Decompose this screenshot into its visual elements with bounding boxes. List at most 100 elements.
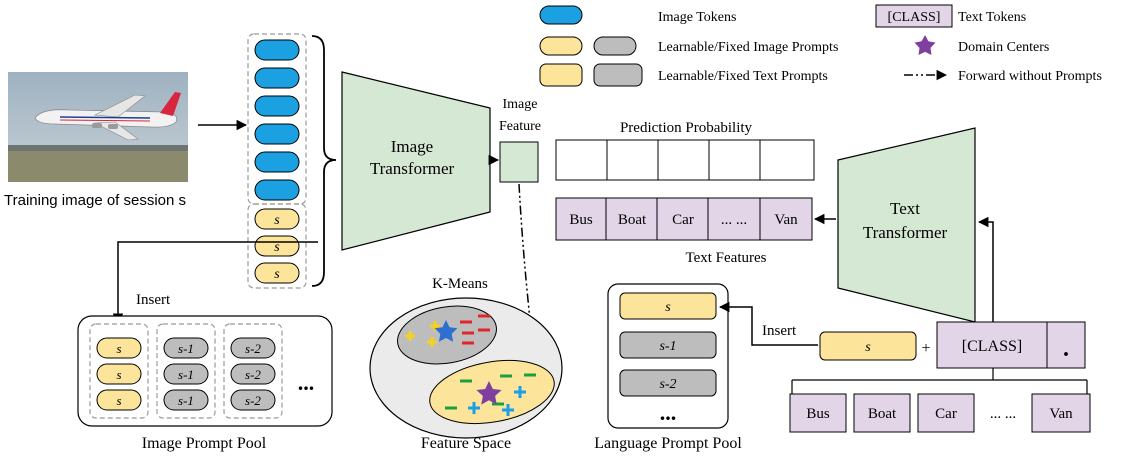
- prompt-pool-column: [223, 323, 283, 419]
- text-feature-cell: Van: [774, 212, 798, 228]
- image-token: [254, 179, 300, 201]
- image-transformer-label-1: Image: [391, 137, 433, 156]
- pool-prompt-token: [163, 389, 209, 411]
- language-prompt-item-label: s-1: [659, 339, 676, 354]
- plus-markers-blue: [468, 386, 526, 416]
- text-transformer: Text Transformer: [837, 127, 976, 323]
- language-prompt-item: [619, 369, 717, 397]
- pool-prompt-token-label: s: [116, 341, 121, 356]
- image-prompt-token-label: s: [274, 213, 280, 228]
- class-token-label: [CLASS]: [962, 338, 1022, 355]
- image-transformer: Image Transformer: [341, 71, 491, 251]
- text-features-label: Text Features: [685, 250, 766, 266]
- language-prompt-pool: s s-1 s-2 ... Language Prompt Pool: [594, 283, 742, 452]
- text-input: Insert s + [CLASS] . Bus Boat Car ... ..…: [718, 301, 1091, 433]
- minus-markers-green: [445, 373, 536, 410]
- pool-prompt-token: [96, 389, 142, 411]
- image-feature-label-1: Image: [503, 97, 538, 112]
- pool-prompt-token-label: s: [116, 393, 121, 408]
- domain-center-star-icon: [476, 381, 502, 405]
- legend-fixed-text-prompt-swatch: [593, 63, 643, 87]
- image-prompt-pool-label: Image Prompt Pool: [142, 435, 267, 452]
- image-token: [254, 95, 300, 117]
- language-pool-ellipsis: ...: [660, 400, 677, 425]
- image-token: [254, 151, 300, 173]
- text-transformer-label-2: Transformer: [863, 223, 948, 242]
- image-token-group: [247, 33, 307, 205]
- image-feature-box: [499, 141, 539, 183]
- pool-prompt-token-label: s-1: [178, 393, 194, 408]
- image-token: [254, 67, 300, 89]
- text-feature-cell: ... ...: [721, 212, 747, 228]
- legend-forward-label: Forward without Prompts: [958, 69, 1102, 84]
- text-insert-arrow: [718, 301, 818, 346]
- language-prompt-item-label: s: [665, 300, 671, 315]
- legend-image-prompts-label: Learnable/Fixed Image Prompts: [658, 40, 838, 55]
- text-transformer-label-1: Text: [890, 199, 920, 218]
- class-name-box: [789, 393, 847, 433]
- token-brace: [311, 35, 337, 287]
- language-prompt-item-label: s-2: [659, 377, 676, 392]
- text-feature-cell: Bus: [569, 212, 593, 228]
- legend-image-tokens-label: Image Tokens: [658, 10, 736, 25]
- pool-prompt-token-label: s-2: [245, 367, 261, 382]
- image-insert-label: Insert: [136, 292, 171, 308]
- prediction-probability-row: [555, 139, 815, 181]
- pool-prompt-token-label: s-1: [178, 341, 194, 356]
- text-features-row: [555, 197, 813, 241]
- pool-prompt-token: [163, 363, 209, 385]
- image-transformer-block: [341, 71, 491, 251]
- text-feature-cell: Boat: [618, 212, 647, 228]
- image-feature: Image Feature: [499, 97, 541, 183]
- pool-prompt-token: [230, 363, 276, 385]
- image-prompt-pool: Insert s s s s-1 s-1 s-1 s-2 s-2 s-2 ...…: [77, 241, 333, 452]
- language-prompt-item: [619, 292, 717, 320]
- language-prompt-pool-label: Language Prompt Pool: [594, 435, 742, 452]
- legend: Image Tokens [CLASS] Text Tokens Learnab…: [539, 4, 1102, 87]
- period-token: .: [1063, 336, 1069, 362]
- image-token: [254, 39, 300, 61]
- legend-learnable-text-prompt-swatch: [539, 63, 583, 87]
- prompt-pool-column: [156, 323, 216, 419]
- text-prompt-token-label: s: [865, 340, 871, 355]
- image-prompt-token-label: s: [274, 267, 280, 282]
- text-insert-label: Insert: [762, 323, 797, 339]
- image-prompt-token: [254, 235, 300, 257]
- legend-text-tokens-label: Text Tokens: [958, 10, 1026, 25]
- pool-prompt-token-label: s-2: [245, 341, 261, 356]
- class-token-box: [936, 321, 1086, 369]
- class-name-box: [853, 393, 911, 433]
- pool-prompt-token: [163, 337, 209, 359]
- image-ground: [8, 150, 188, 182]
- legend-text-prompts-label: Learnable/Fixed Text Prompts: [658, 69, 828, 84]
- class-name-label: Car: [935, 406, 957, 422]
- domain-center-star-icon: [434, 320, 458, 342]
- prompt-pool-column: [89, 323, 149, 419]
- pool-prompt-token-label: s-1: [178, 367, 194, 382]
- feature-space-label: Feature Space: [421, 435, 511, 452]
- image-prompt-token: [254, 262, 300, 284]
- text-feature-cell: Car: [672, 212, 694, 228]
- legend-fixed-image-prompt-swatch: [593, 36, 637, 56]
- training-image: Training image of session s: [4, 72, 188, 209]
- prediction-probability-label: Prediction Probability: [620, 120, 753, 136]
- pool-prompt-token: [96, 363, 142, 385]
- class-name-box: [917, 393, 975, 433]
- class-name-label: Van: [1049, 406, 1073, 422]
- kmeans-label: K-Means: [432, 276, 488, 292]
- class-name-label: Bus: [806, 406, 830, 422]
- legend-image-token-swatch: [539, 5, 583, 25]
- text-input-to-transformer-arrow: [977, 216, 994, 322]
- token-column: s s s: [247, 33, 307, 289]
- image-prompt-token-label: s: [274, 240, 280, 255]
- image-token: [254, 123, 300, 145]
- pool-prompt-token: [96, 337, 142, 359]
- image-transformer-label-2: Transformer: [370, 159, 455, 178]
- class-name-ellipsis: ... ...: [990, 406, 1016, 422]
- prediction-probability: Prediction Probability: [555, 120, 815, 181]
- feature-space: K-Means Feature: [369, 276, 563, 452]
- legend-domain-center-star-icon: [914, 35, 936, 55]
- image-feature-label-2: Feature: [499, 119, 541, 134]
